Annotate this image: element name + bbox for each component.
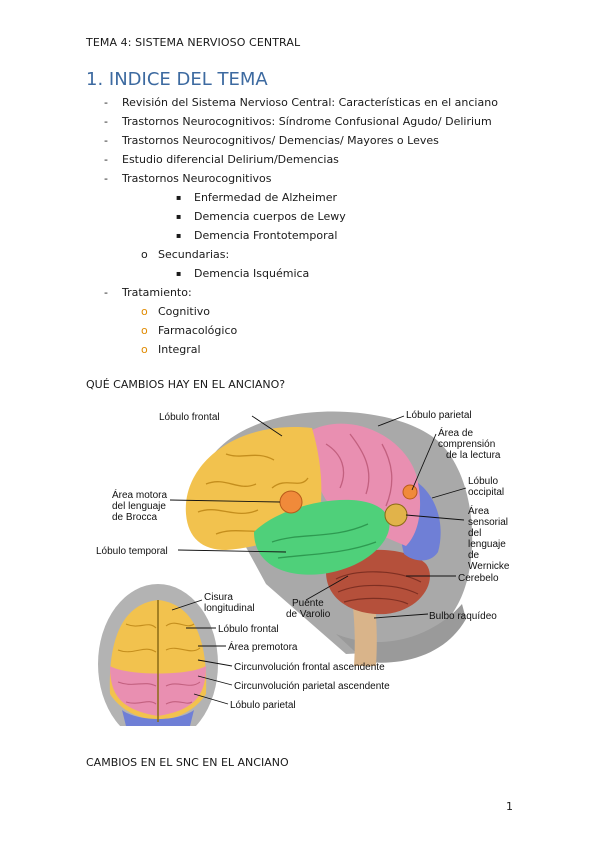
toc-item-text: Trastornos Neurocognitivos: Síndrome Con…	[122, 115, 492, 128]
dash-bullet: -	[104, 286, 108, 299]
circle-bullet: o	[141, 305, 148, 318]
label-broca: de Brocca	[112, 512, 157, 523]
label-frontal: Lóbulo frontal	[159, 412, 220, 423]
label-comprension: Área de	[438, 426, 473, 439]
toc-subitem-text: Integral	[158, 343, 201, 356]
label-wernicke: de	[468, 550, 480, 561]
label-broca: del lenguaje	[112, 501, 166, 512]
top-view-occipital	[122, 710, 194, 726]
label-premotora: Área premotora	[228, 640, 298, 653]
label-temporal: Lóbulo temporal	[96, 546, 168, 557]
temporal-lobe	[254, 499, 390, 575]
square-bullet: ▪	[176, 212, 182, 221]
circle-bullet: o	[141, 343, 148, 356]
square-bullet: ▪	[176, 231, 182, 240]
square-bullet: ▪	[176, 269, 182, 278]
label-wernicke: sensorial	[468, 517, 508, 528]
label-puente: de Varolio	[286, 609, 331, 620]
label-parietal: Lóbulo parietal	[406, 410, 472, 421]
label-broca: Área motora	[112, 488, 167, 501]
dash-bullet: -	[104, 96, 108, 109]
toc-subitem-text: Demencia cuerpos de Lewy	[194, 210, 346, 223]
circle-bullet: o	[141, 248, 148, 261]
label-occipital: Lóbulo	[468, 476, 498, 487]
dash-bullet: -	[104, 115, 108, 128]
label-top-parietal: Lóbulo parietal	[230, 700, 296, 711]
broca-area	[279, 490, 303, 514]
label-bulbo: Bulbo raquídeo	[429, 611, 497, 622]
label-circ-frontal: Circunvolución frontal ascendente	[234, 662, 385, 673]
brain-illustration: Lóbulo frontal Lóbulo parietal Área de c…	[86, 404, 514, 726]
label-comprension: comprensión	[438, 439, 495, 450]
reading-area	[402, 484, 418, 500]
toc-subitem-text: Demencia Isquémica	[194, 267, 310, 280]
brain-figure: Lóbulo frontal Lóbulo parietal Área de c…	[86, 404, 514, 726]
toc-subitem-text: Secundarias:	[158, 248, 230, 261]
circle-bullet: o	[141, 324, 148, 337]
label-cisura: longitudinal	[204, 603, 255, 614]
page-number: 1	[506, 800, 513, 813]
toc-subitem-text: Demencia Frontotemporal	[194, 229, 338, 242]
label-wernicke: Área	[468, 504, 490, 517]
label-puente: Puente	[292, 598, 324, 609]
label-wernicke: lenguaje	[468, 539, 506, 550]
page-header: TEMA 4: SISTEMA NERVIOSO CENTRAL	[86, 36, 301, 49]
toc-item-text: Trastornos Neurocognitivos	[122, 172, 272, 185]
toc-item-text: Trastornos Neurocognitivos/ Demencias/ M…	[122, 134, 439, 147]
label-occipital: occipital	[468, 487, 504, 498]
label-cerebelo: Cerebelo	[458, 573, 499, 584]
toc-item-text: Estudio diferencial Delirium/Demencias	[122, 153, 339, 166]
square-bullet: ▪	[176, 193, 182, 202]
label-wernicke: del	[468, 528, 481, 539]
toc-item-text: Tratamiento:	[122, 286, 192, 299]
label-cisura: Cisura	[204, 592, 233, 603]
toc-subitem-text: Enfermedad de Alzheimer	[194, 191, 337, 204]
label-top-frontal: Lóbulo frontal	[218, 624, 279, 635]
dash-bullet: -	[104, 134, 108, 147]
wernicke-area	[384, 503, 408, 527]
section-heading: CAMBIOS EN EL SNC EN EL ANCIANO	[86, 756, 289, 769]
dash-bullet: -	[104, 172, 108, 185]
dash-bullet: -	[104, 153, 108, 166]
cerebellum	[326, 549, 430, 615]
label-circ-parietal: Circunvolución parietal ascendente	[234, 681, 390, 692]
label-comprension: de la lectura	[446, 450, 501, 461]
toc-subitem-text: Farmacológico	[158, 324, 238, 337]
toc-item-text: Revisión del Sistema Nervioso Central: C…	[122, 96, 498, 109]
section-heading: QUÉ CAMBIOS HAY EN EL ANCIANO?	[86, 378, 286, 391]
toc-subitem-text: Cognitivo	[158, 305, 211, 318]
section-title: 1. INDICE DEL TEMA	[86, 69, 268, 90]
label-wernicke: Wernicke	[468, 561, 510, 572]
